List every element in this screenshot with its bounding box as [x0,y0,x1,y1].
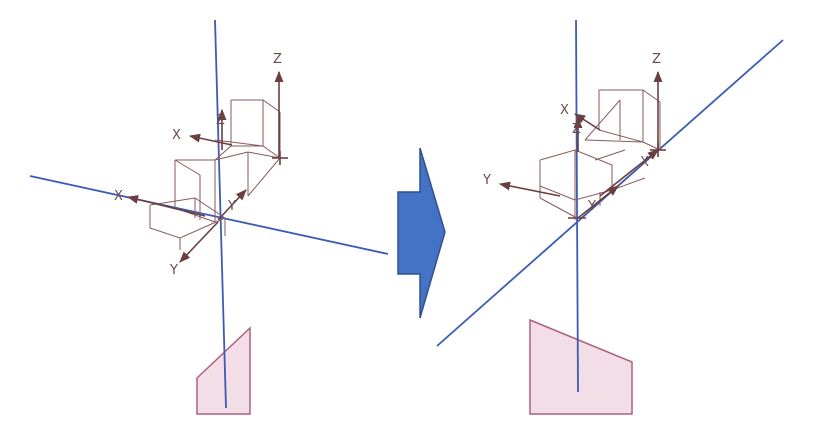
right-x-lower-axis-arrow [599,149,659,197]
right-x-upper-axis-arrow [574,113,601,131]
left-y-lower-axis-arrow [179,221,219,263]
left-y-mid-axis-arrow [217,189,247,221]
left-label-y-lower: Y [169,263,178,278]
left-csys-axes [126,70,288,263]
right-label-y-left: Y [482,173,491,188]
right-y-left-axis-arrow [498,181,561,197]
left-view: Z Z X X Y Y [29,19,389,415]
right-datum-plane [529,318,633,415]
left-vertical-datum-axis [214,19,227,409]
left-label-y-mid: Y [227,199,236,214]
right-label-z-top: Z [652,52,661,67]
left-datum-plane [196,326,251,415]
left-x-lower-axis-arrow [126,195,206,217]
left-label-x-upper: X [172,128,181,143]
right-arrow-icon [397,147,446,319]
right-vertical-datum-axis [575,19,579,393]
left-label-z-top: Z [273,52,282,67]
right-label-z-mid: Z [572,122,581,137]
left-x-upper-axis-arrow [188,133,233,146]
left-label-x-lower: X [114,189,123,204]
right-label-x-lower: X [640,155,649,170]
right-label-x-upper: X [560,103,569,118]
right-label-y-mid: Y [587,199,596,214]
left-horizontal-datum-axis [29,175,389,255]
right-view: Z Z X X Y Y [436,19,784,415]
left-csys-wireframe [149,99,281,250]
right-csys-axes [498,70,666,219]
right-y-mid-axis-arrow [577,185,619,219]
left-label-z-mid: Z [216,113,225,128]
